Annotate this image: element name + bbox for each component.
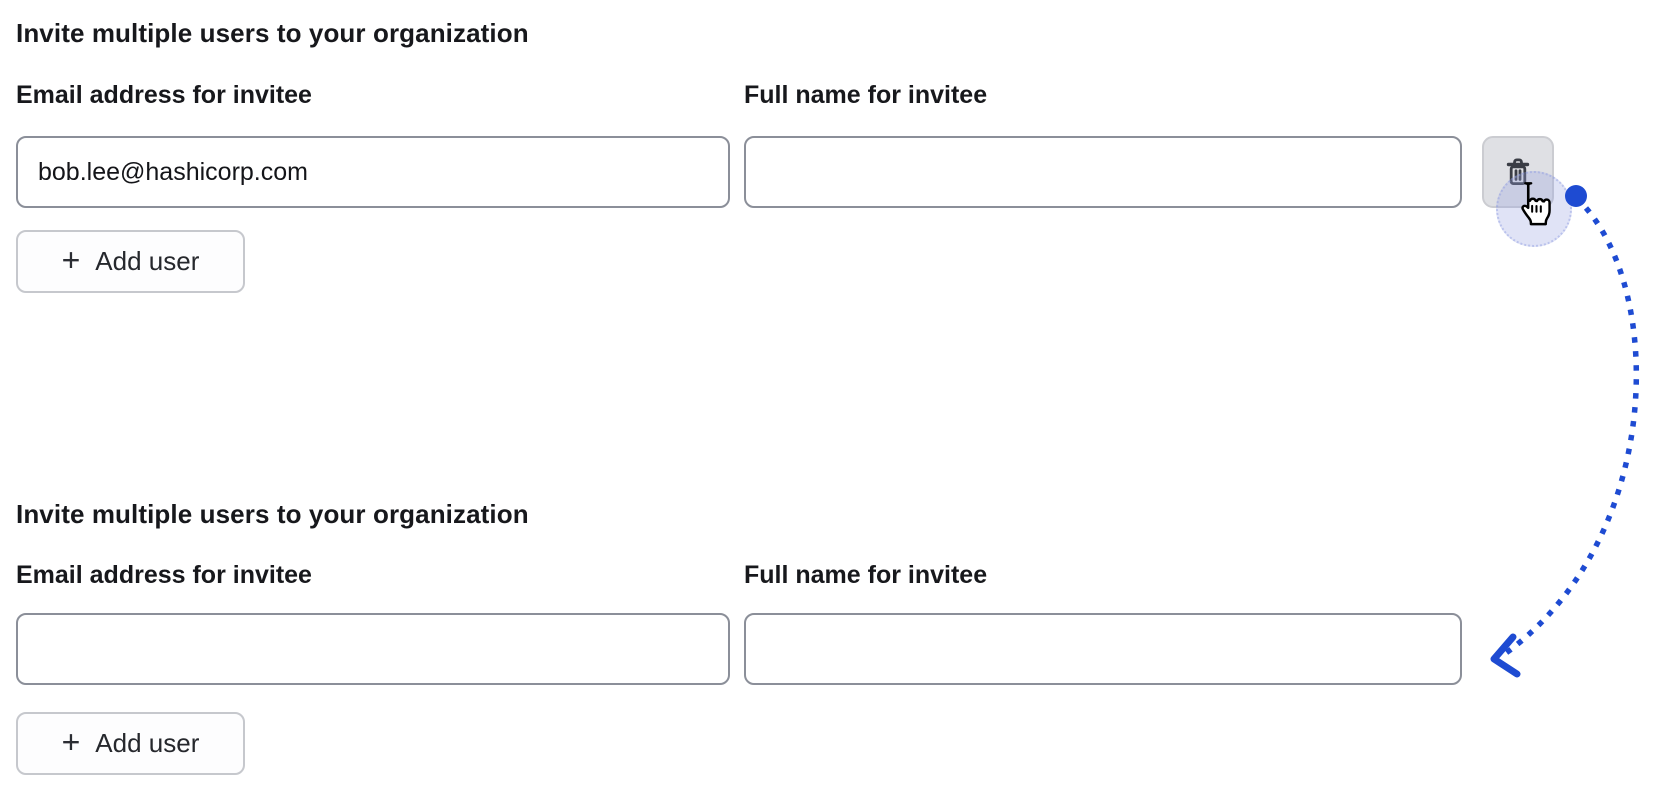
section-2-heading: Invite multiple users to your organizati… [16,499,529,529]
add-user-button[interactable]: + Add user [16,230,245,293]
annotation-arrowhead [1490,633,1521,678]
section-1-heading: Invite multiple users to your organizati… [16,18,529,48]
plus-icon: + [61,242,81,278]
section-1-fullname-input[interactable] [744,136,1462,208]
add-user-label: Add user [95,246,200,276]
section-2-email-input[interactable] [16,613,730,685]
section-2-fullname-label: Full name for invitee [744,561,988,589]
add-user-label: Add user [95,728,200,758]
section-2-email-label: Email address for invitee [16,561,312,589]
plus-icon: + [61,724,81,760]
section-1-email-label: Email address for invitee [16,81,312,109]
delete-row-button[interactable] [1482,136,1554,208]
cursor-pointer-icon [1521,182,1551,226]
section-2-fullname-input[interactable] [744,613,1462,685]
add-user-button-2[interactable]: + Add user [16,712,245,775]
annotation-start-dot [1565,185,1587,207]
trash-icon [1502,155,1534,189]
section-1-fullname-label: Full name for invitee [744,81,988,109]
section-1-email-input[interactable] [16,136,730,208]
annotation-dotted-path [1504,206,1640,656]
